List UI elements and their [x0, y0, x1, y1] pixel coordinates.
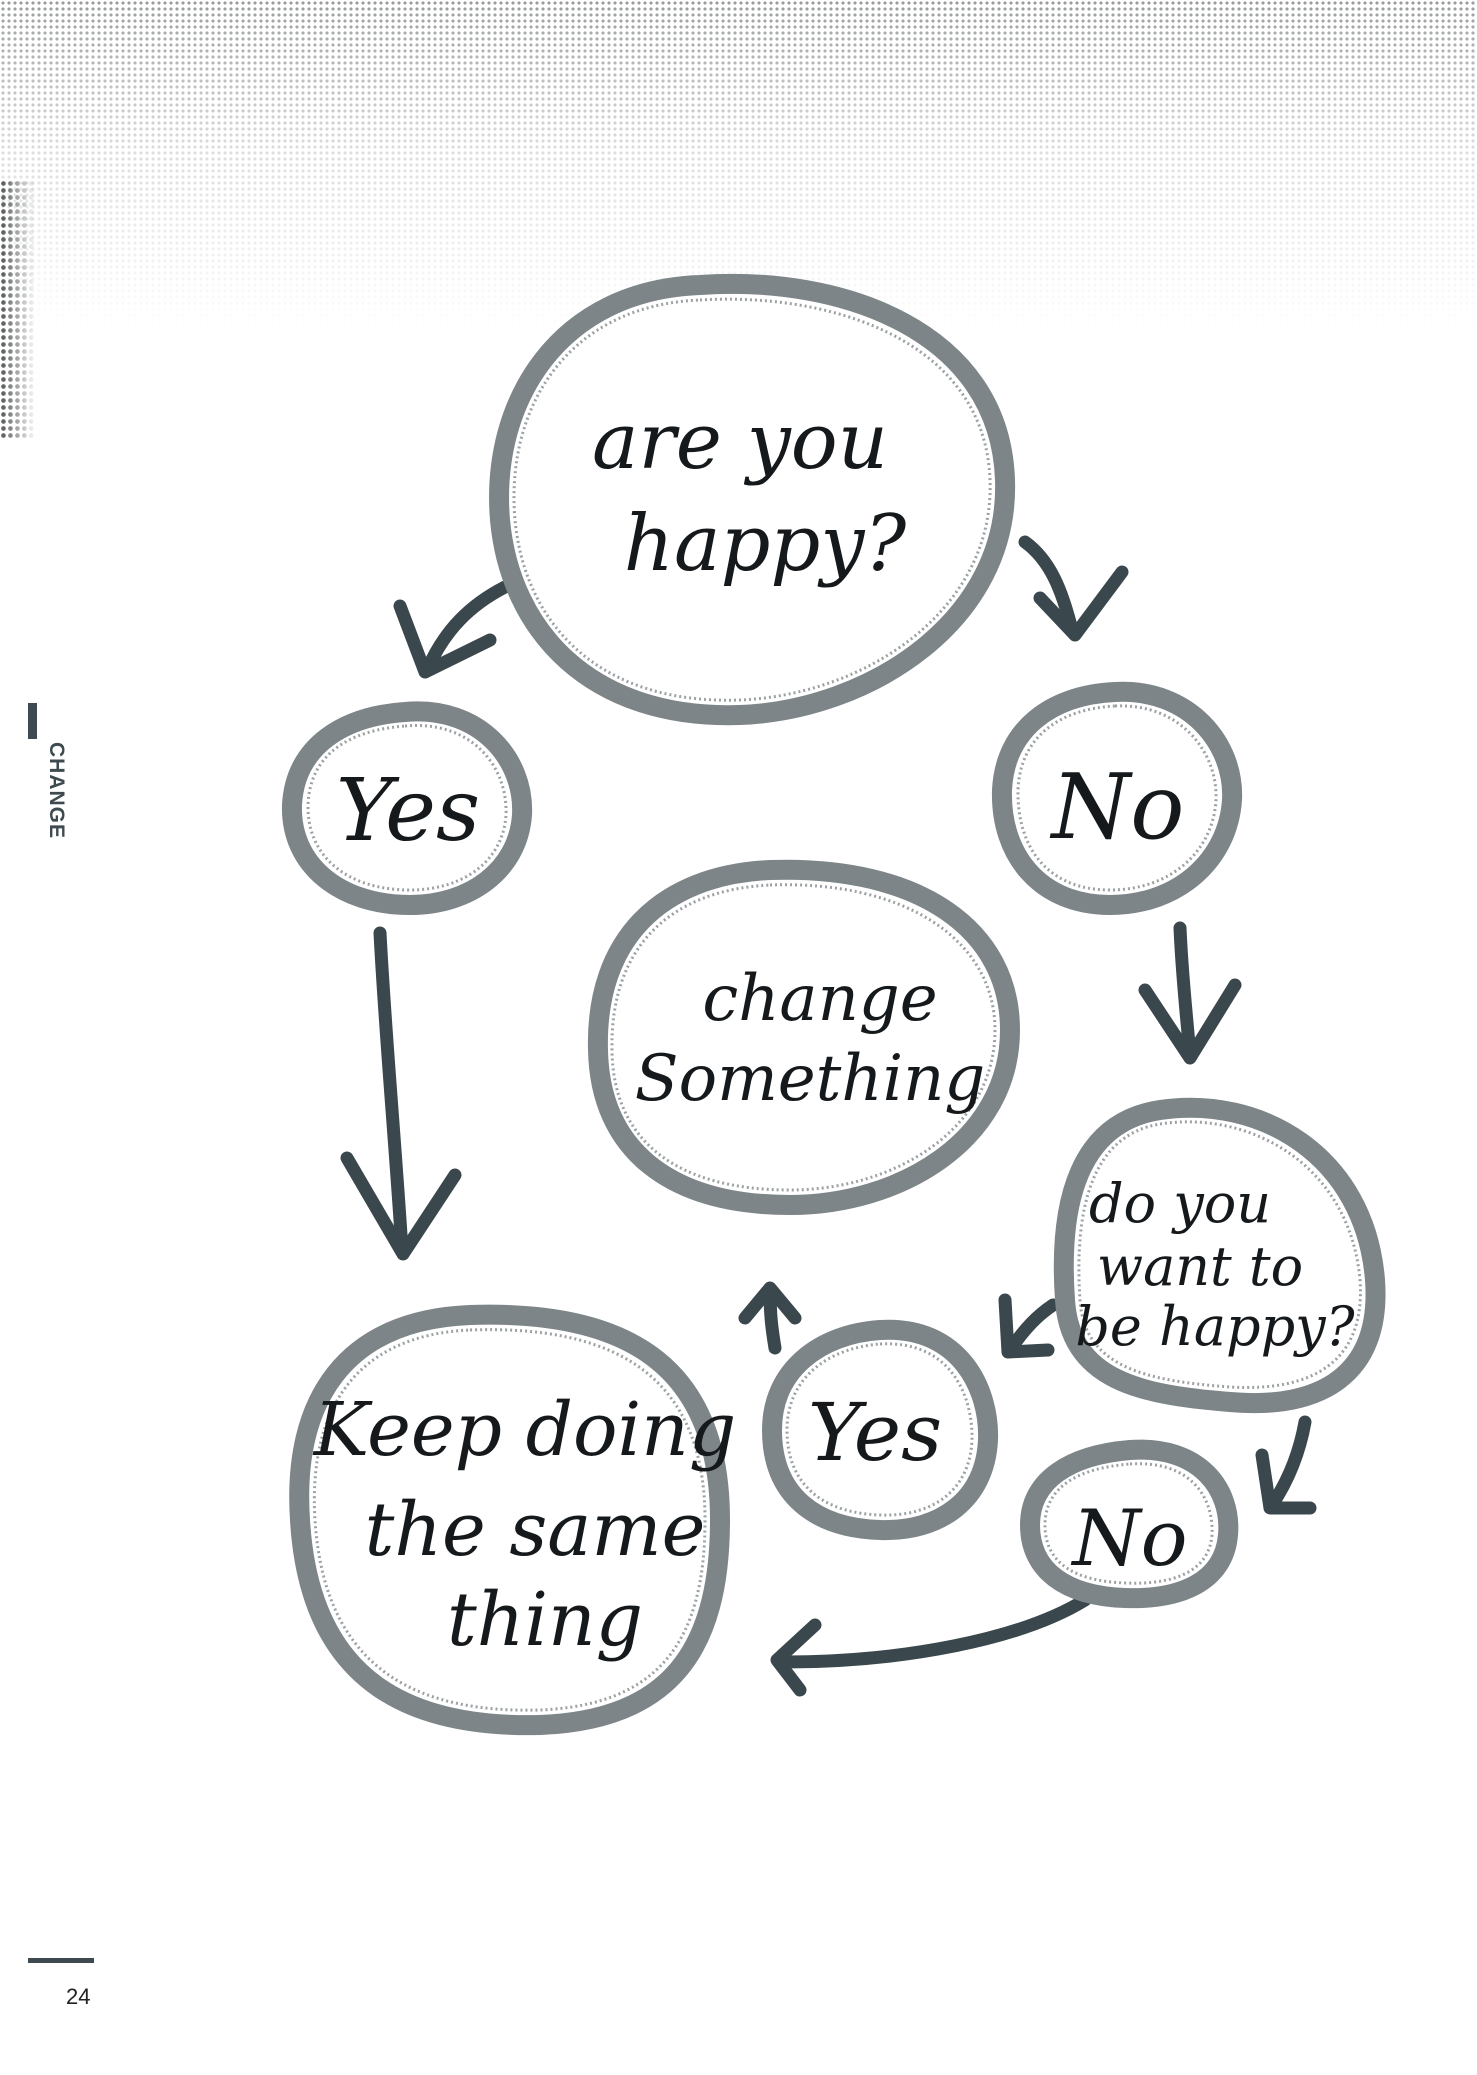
node-label-line: happy? — [624, 499, 908, 589]
node-label-line: do you — [1089, 1172, 1271, 1235]
node-yes-2: Yes — [762, 1319, 999, 1541]
halftone-edge-texture — [0, 180, 36, 440]
node-label-line: thing — [447, 1577, 643, 1663]
edge-want-to-no — [1255, 1415, 1317, 1515]
node-label-line: No — [1050, 755, 1185, 860]
node-no-1: No — [991, 681, 1243, 915]
node-yes-1: Yes — [281, 701, 533, 915]
edge-no-to-want — [1138, 921, 1242, 1065]
edge-no-to-keep-doing — [770, 1593, 1092, 1697]
node-label-line: are you — [592, 397, 888, 487]
node-label-line: want to — [1097, 1235, 1303, 1298]
page-number: 24 — [66, 1984, 91, 2009]
edge-happy-to-no — [1018, 535, 1129, 642]
edge-want-to-yes — [998, 1293, 1060, 1359]
footer-rule — [28, 1958, 94, 1963]
section-marker — [28, 703, 37, 739]
node-label-line: No — [1070, 1494, 1187, 1584]
node-no-2: No — [1020, 1439, 1239, 1609]
node-label-line: Yes — [336, 761, 480, 861]
edge-happy-to-yes — [393, 580, 512, 679]
node-change-something: change Something — [587, 859, 1020, 1215]
node-label-line: Yes — [808, 1386, 942, 1479]
node-label-line: Something — [635, 1042, 986, 1116]
node-are-you-happy: are you happy? — [489, 273, 1016, 726]
edge-yes-to-change — [738, 1281, 802, 1355]
node-label-line: the same — [365, 1487, 706, 1573]
edge-yes-to-keep-doing — [340, 926, 462, 1261]
node-keep-doing: Keep doing the same thing — [289, 1304, 736, 1736]
node-do-you-want: do you want to be happy? — [1053, 1097, 1386, 1414]
node-label-line: change — [702, 962, 937, 1036]
node-label-line: Keep doing — [312, 1387, 736, 1473]
node-label-line: be happy? — [1075, 1295, 1355, 1358]
